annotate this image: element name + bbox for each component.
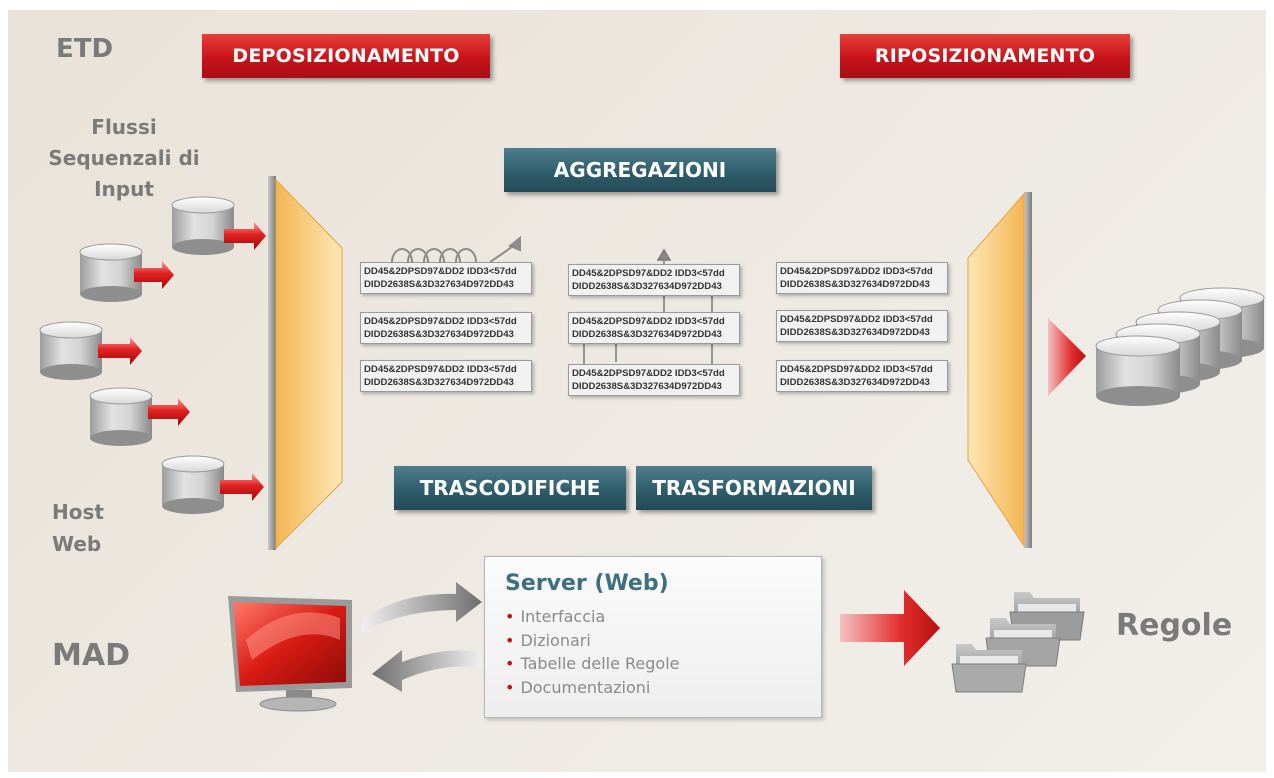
deposizionamento-banner: DEPOSIZIONAMENTO [202,34,490,78]
monitor-icon [228,596,352,712]
record-block: DD45&2DPSD97&DD2 IDD3<57dd DIDD2638S&3D3… [776,262,948,294]
record-line-2: DIDD2638S&3D327634D972DD43 [364,377,514,388]
record-line-1: DD45&2DPSD97&DD2 IDD3<57dd [780,314,933,325]
bullet-icon: • [505,607,515,626]
record-block: DD45&2DPSD97&DD2 IDD3<57dd DIDD2638S&3D3… [360,312,532,344]
server-item-label: Dizionari [520,630,591,650]
record-block: DD45&2DPSD97&DD2 IDD3<57dd DIDD2638S&3D3… [776,310,948,342]
server-box: Server (Web) •Interfaccia •Dizionari •Ta… [484,556,822,718]
record-line-2: DIDD2638S&3D327634D972DD43 [572,281,722,292]
host-line: Host [52,500,104,524]
record-line-1: DD45&2DPSD97&DD2 IDD3<57dd [364,266,517,277]
input-cylinder-2 [79,243,143,302]
record-block: DD45&2DPSD97&DD2 IDD3<57dd DIDD2638S&3D3… [568,364,740,396]
input-cylinder-5 [161,455,225,514]
aggregazioni-banner: AGGREGAZIONI [504,148,776,192]
trascodifiche-banner: TRASCODIFICHE [394,466,626,510]
input-arrow-icon [220,473,264,501]
input-cylinder-1 [171,196,235,255]
record-line-2: DIDD2638S&3D327634D972DD43 [780,377,930,388]
left-funnel [268,176,343,550]
server-title: Server (Web) [505,571,669,596]
record-line-2: DIDD2638S&3D327634D972DD43 [364,279,514,290]
record-line-1: DD45&2DPSD97&DD2 IDD3<57dd [364,364,517,375]
right-funnel [967,192,1032,548]
server-list: •Interfaccia •Dizionari •Tabelle delle R… [505,607,679,701]
etd-label: ETD [56,34,114,64]
bullet-icon: • [505,630,515,650]
record-block: DD45&2DPSD97&DD2 IDD3<57dd DIDD2638S&3D3… [568,312,740,344]
record-block: DD45&2DPSD97&DD2 IDD3<57dd DIDD2638S&3D3… [360,360,532,392]
input-arrow-icon [98,337,142,365]
bullet-icon: • [505,677,515,697]
flussi-label: Flussi Sequenzali di Input [46,112,202,205]
record-line-2: DIDD2638S&3D327634D972DD43 [572,381,722,392]
record-line-1: DD45&2DPSD97&DD2 IDD3<57dd [572,316,725,327]
record-line-1: DD45&2DPSD97&DD2 IDD3<57dd [364,316,517,327]
bullet-icon: • [505,654,515,673]
record-line-1: DD45&2DPSD97&DD2 IDD3<57dd [572,368,725,379]
riposizionamento-banner: RIPOSIZIONAMENTO [840,34,1130,78]
input-arrow-icon [224,222,266,250]
record-block: DD45&2DPSD97&DD2 IDD3<57dd DIDD2638S&3D3… [360,262,532,294]
to-rules-arrow-icon [840,590,940,666]
record-block: DD45&2DPSD97&DD2 IDD3<57dd DIDD2638S&3D3… [568,264,740,296]
record-line-1: DD45&2DPSD97&DD2 IDD3<57dd [780,266,933,277]
web-line: Web [52,532,102,556]
to-monitor-arrow-icon [372,650,482,692]
server-item: •Dizionari [505,631,679,655]
server-item-label: Documentazioni [520,677,651,697]
input-cylinder-4 [89,387,153,446]
regole-label: Regole [1116,608,1233,643]
to-server-arrow-icon [362,582,482,632]
flussi-line-2: Sequenzali di [48,146,200,170]
output-cylinder-5 [1095,335,1181,406]
output-arrow-icon [1048,318,1086,396]
record-block: DD45&2DPSD97&DD2 IDD3<57dd DIDD2638S&3D3… [776,360,948,392]
server-item-label: Interfaccia [520,607,606,626]
flussi-line-1: Flussi [91,115,157,139]
record-line-1: DD45&2DPSD97&DD2 IDD3<57dd [780,364,933,375]
record-line-2: DIDD2638S&3D327634D972DD43 [364,329,514,340]
record-line-2: DIDD2638S&3D327634D972DD43 [780,279,930,290]
server-item-label: Tabelle delle Regole [520,654,680,673]
record-line-1: DD45&2DPSD97&DD2 IDD3<57dd [572,268,725,279]
input-arrow-icon [134,261,174,289]
server-item: • Tabelle delle Regole [505,654,679,678]
input-arrow-icon [148,398,190,426]
flussi-line-3: Input [94,177,154,201]
folder-icon [951,644,1027,693]
server-item: •Documentazioni [505,678,679,702]
trasformazioni-banner: TRASFORMAZIONI [636,466,872,510]
record-line-2: DIDD2638S&3D327634D972DD43 [780,327,930,338]
server-item: • Interfaccia [505,607,679,631]
record-line-2: DIDD2638S&3D327634D972DD43 [572,329,722,340]
host-web-label: Host Web [52,496,104,560]
input-cylinder-3 [39,321,103,380]
mad-label: MAD [52,638,130,673]
